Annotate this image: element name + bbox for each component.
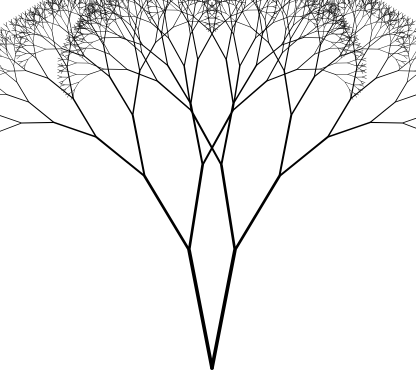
- branch-level-5: [22, 122, 54, 123]
- branch-level-5: [370, 122, 402, 123]
